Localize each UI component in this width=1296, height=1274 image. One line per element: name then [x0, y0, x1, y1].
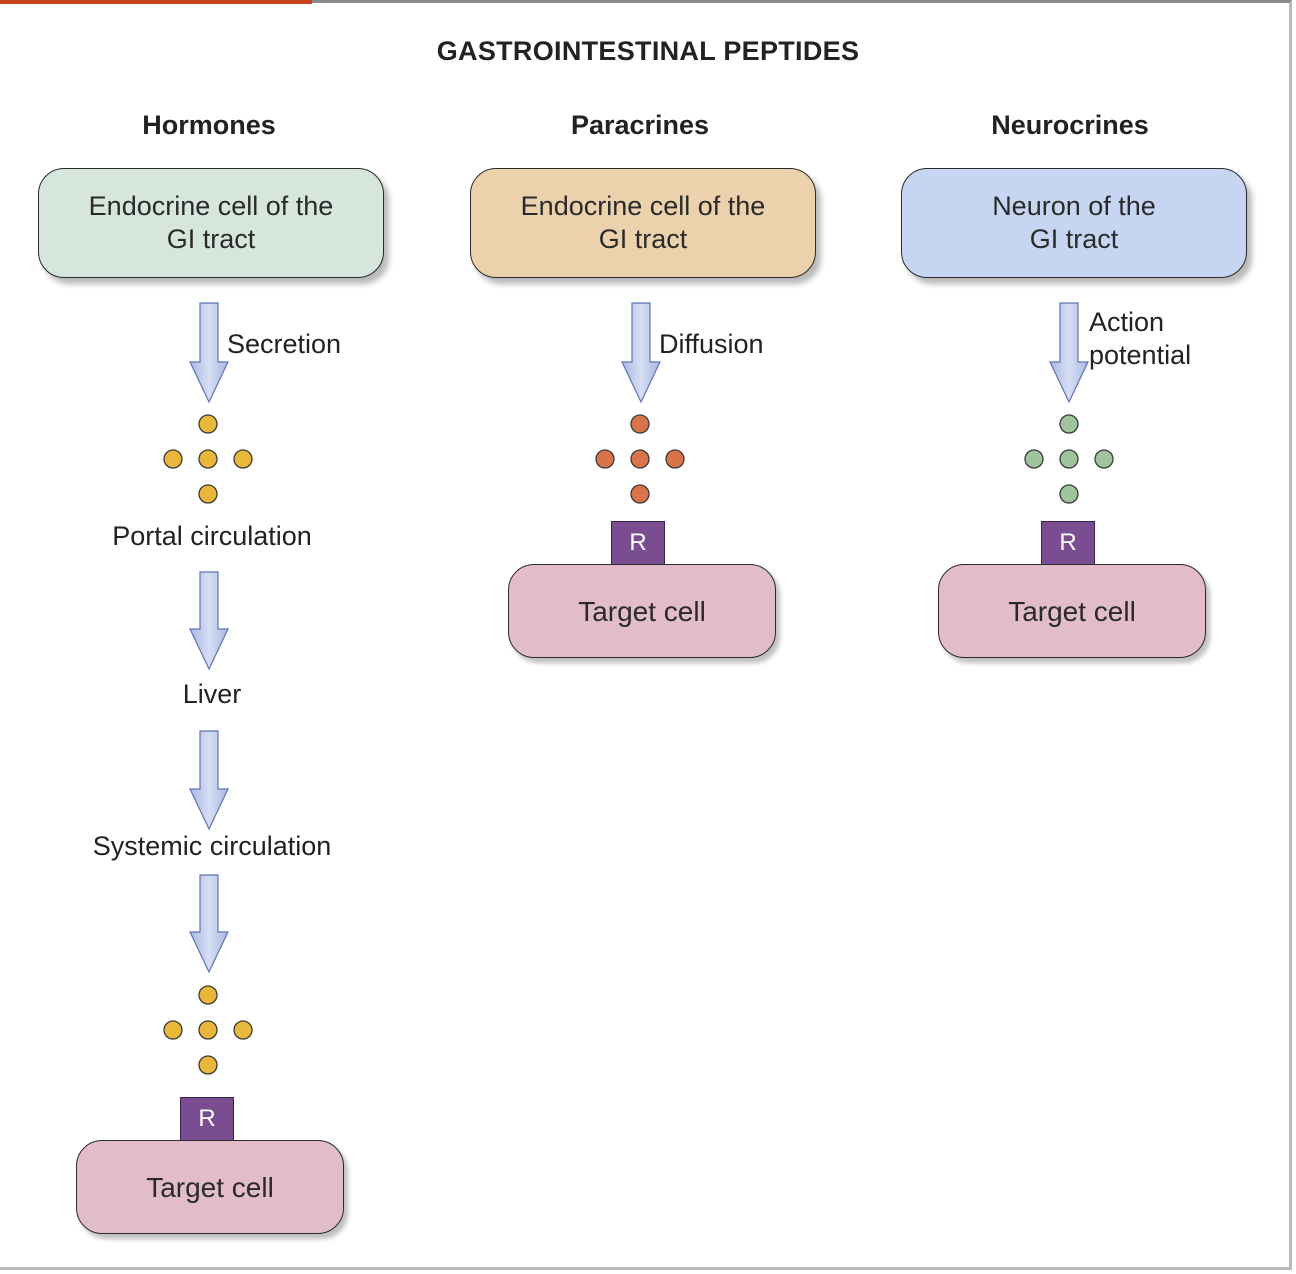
label-portal-circulation: Portal circulation: [112, 521, 312, 551]
peptide-dot-hormone: [233, 449, 253, 469]
arrow-to-systemic: [189, 730, 229, 831]
arrow-action-potential: [1049, 302, 1089, 404]
receptor-paracrines: R: [611, 521, 665, 565]
peptide-dot-hormone: [198, 1055, 218, 1075]
source-label-line2: GI tract: [598, 224, 688, 254]
peptide-dot-neurocrine: [1059, 414, 1079, 434]
source-box-endocrine-hormones: Endocrine cell of the GI tract: [38, 168, 384, 278]
header-hormones: Hormones: [142, 110, 276, 140]
source-label-line2: GI tract: [1029, 224, 1119, 254]
label-systemic-circulation: Systemic circulation: [92, 831, 332, 861]
arrow-secretion: [189, 302, 229, 404]
label-action-line2: potential: [1089, 340, 1192, 370]
peptide-dot-hormone: [198, 414, 218, 434]
peptide-dot-hormone: [198, 484, 218, 504]
peptide-dot-paracrine: [595, 449, 615, 469]
peptide-dot-neurocrine: [1059, 449, 1079, 469]
arrow-diffusion: [621, 302, 661, 404]
label-action-potential: Action potential: [1089, 306, 1191, 372]
peptide-dot-neurocrine: [1024, 449, 1044, 469]
source-label-line1: Endocrine cell of the: [520, 191, 766, 221]
source-label-line1: Endocrine cell of the: [88, 191, 334, 221]
target-cell-label: Target cell: [146, 1171, 274, 1203]
peptide-dot-hormone: [198, 449, 218, 469]
receptor-hormones: R: [180, 1097, 234, 1141]
peptide-dot-neurocrine: [1059, 484, 1079, 504]
header-neurocrines: Neurocrines: [991, 110, 1149, 140]
peptide-dot-paracrine: [630, 414, 650, 434]
receptor-neurocrines: R: [1041, 521, 1095, 565]
label-diffusion: Diffusion: [659, 329, 764, 359]
target-cell-neurocrines: Target cell: [938, 564, 1206, 658]
peptide-dot-paracrine: [665, 449, 685, 469]
corner-accent: [0, 0, 312, 4]
label-secretion: Secretion: [227, 329, 342, 359]
peptide-dot-hormone: [198, 985, 218, 1005]
label-action-line1: Action: [1089, 307, 1165, 337]
source-label-line1: Neuron of the: [992, 191, 1156, 221]
peptide-dot-paracrine: [630, 484, 650, 504]
diagram-title: GASTROINTESTINAL PEPTIDES: [436, 36, 860, 66]
arrow-to-liver: [189, 571, 229, 671]
peptide-dot-neurocrine: [1094, 449, 1114, 469]
source-box-endocrine-paracrines: Endocrine cell of the GI tract: [470, 168, 816, 278]
peptide-dot-hormone: [163, 1020, 183, 1040]
target-cell-label: Target cell: [1008, 595, 1136, 627]
arrow-to-target: [189, 874, 229, 974]
peptide-dot-paracrine: [630, 449, 650, 469]
target-cell-hormones: Target cell: [76, 1140, 344, 1234]
peptide-dot-hormone: [163, 449, 183, 469]
peptide-dot-hormone: [233, 1020, 253, 1040]
source-label-line2: GI tract: [166, 224, 256, 254]
target-cell-label: Target cell: [578, 595, 706, 627]
target-cell-paracrines: Target cell: [508, 564, 776, 658]
label-liver: Liver: [182, 679, 242, 709]
source-box-neuron: Neuron of the GI tract: [901, 168, 1247, 278]
header-paracrines: Paracrines: [570, 110, 710, 140]
peptide-dot-hormone: [198, 1020, 218, 1040]
